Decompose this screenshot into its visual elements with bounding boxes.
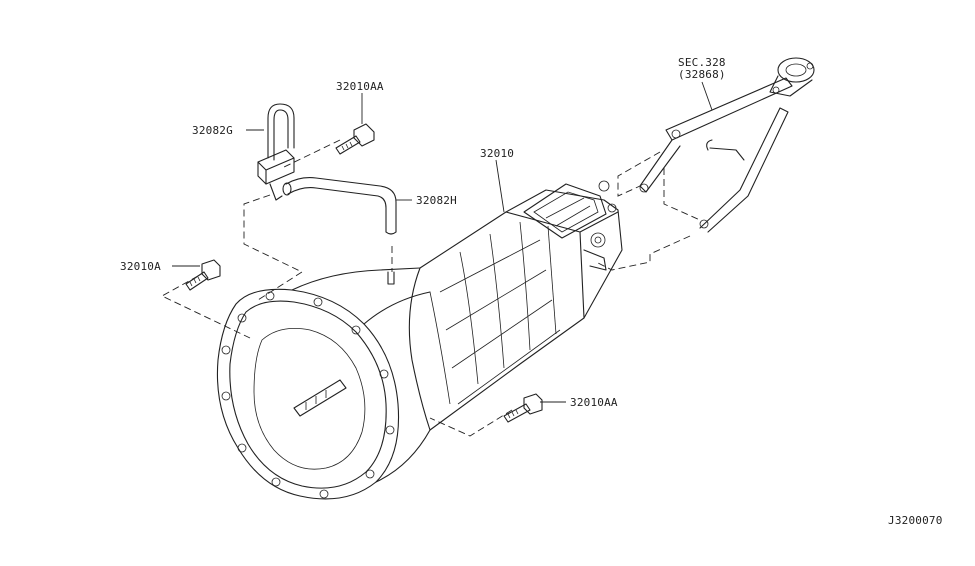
part-labels: 32010AA 32082G 32010 32082H 32010A 32010…: [120, 56, 943, 527]
label-sec-328: SEC.328: [678, 56, 726, 69]
leader-lines: [172, 81, 713, 403]
diagram-code: J3200070: [888, 514, 943, 527]
label-32010: 32010: [480, 147, 514, 160]
flange-bolt-bosses: [221, 291, 395, 499]
assembly-dashed-lines: [161, 139, 701, 437]
label-32082H: 32082H: [416, 194, 457, 207]
bolt-bottom: [503, 393, 543, 423]
transmission-assembly: [216, 180, 623, 500]
label-32010A: 32010A: [120, 260, 161, 273]
label-32010AA-top: 32010AA: [336, 80, 384, 93]
bolt-left: [185, 259, 221, 291]
label-32010AA-bottom: 32010AA: [570, 396, 618, 409]
bolt-top: [335, 123, 375, 155]
label-sec-328-part: (32868): [678, 68, 726, 81]
shift-control-bracket: [639, 57, 815, 233]
clip-part: [257, 103, 295, 201]
breather-tube: [282, 177, 397, 235]
label-32082G: 32082G: [192, 124, 233, 137]
